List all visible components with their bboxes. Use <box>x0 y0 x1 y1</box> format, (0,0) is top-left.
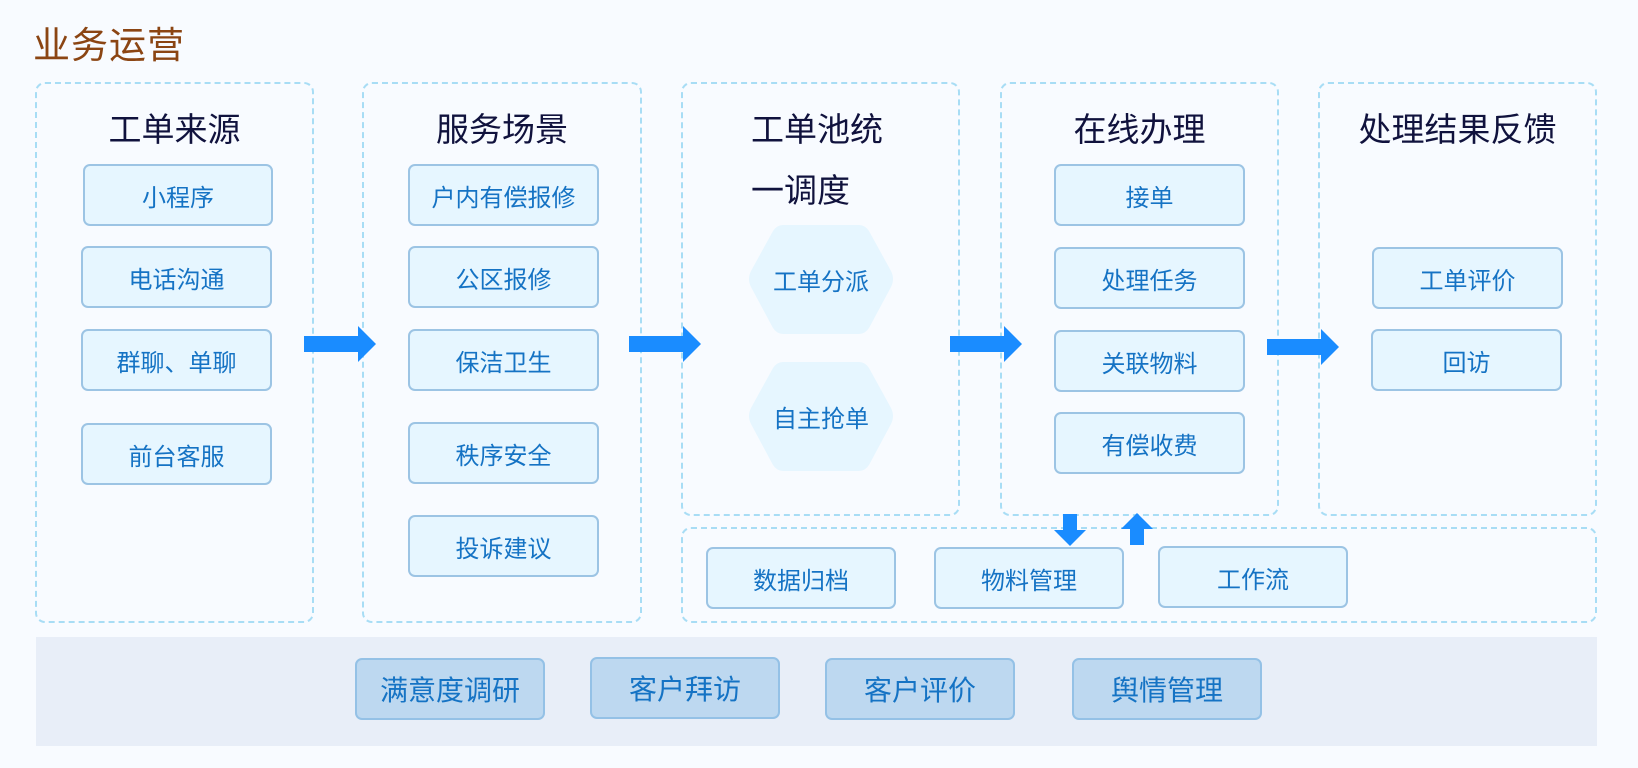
source-mini-program[interactable]: 小程序 <box>83 164 273 226</box>
process-task[interactable]: 处理任务 <box>1054 247 1245 309</box>
down-arrow-icon <box>1054 514 1086 546</box>
right-arrow-icon <box>950 326 1022 362</box>
scenario-public-repair[interactable]: 公区报修 <box>408 246 599 308</box>
band-satisfaction-survey[interactable]: 满意度调研 <box>355 658 545 720</box>
process-accept[interactable]: 接单 <box>1054 164 1245 226</box>
process-material[interactable]: 关联物料 <box>1054 330 1245 392</box>
right-arrow-icon <box>304 326 376 362</box>
column-title-line1: 工单池统 <box>751 110 883 149</box>
column-title: 在线办理 <box>1073 110 1206 149</box>
feedback-evaluation[interactable]: 工单评价 <box>1372 247 1563 309</box>
hex-label: 自主抢单 <box>773 405 869 433</box>
band-public-opinion[interactable]: 舆情管理 <box>1072 658 1262 720</box>
feedback-revisit[interactable]: 回访 <box>1371 329 1562 391</box>
page-title: 业务运营 <box>33 24 185 67</box>
column-dispatch-pool: 工单池统 一调度 <box>681 82 960 516</box>
band-customer-visit[interactable]: 客户拜访 <box>590 657 780 719</box>
source-front-desk[interactable]: 前台客服 <box>81 423 272 485</box>
source-chat[interactable]: 群聊、单聊 <box>81 329 272 391</box>
support-data-archive[interactable]: 数据归档 <box>706 547 896 609</box>
column-ticket-source: 工单来源 <box>35 82 314 623</box>
customer-service-band <box>36 637 1597 746</box>
band-customer-evaluation[interactable]: 客户评价 <box>825 658 1015 720</box>
hexagon-shape <box>749 362 893 471</box>
column-result-feedback: 处理结果反馈 <box>1318 82 1597 516</box>
process-paid-charge[interactable]: 有偿收费 <box>1054 412 1245 474</box>
scenario-security[interactable]: 秩序安全 <box>408 422 599 484</box>
column-online-processing: 在线办理 <box>1000 82 1279 516</box>
source-phone[interactable]: 电话沟通 <box>81 246 272 308</box>
hex-label: 工单分派 <box>773 268 869 296</box>
column-title-line2: 一调度 <box>751 171 850 210</box>
hex-dispatch[interactable]: 工单分派 <box>749 225 893 334</box>
column-title: 服务场景 <box>436 110 568 149</box>
support-workflow[interactable]: 工作流 <box>1158 546 1348 608</box>
column-title: 工单来源 <box>108 110 241 149</box>
scenario-complaint[interactable]: 投诉建议 <box>408 515 599 577</box>
column-title: 处理结果反馈 <box>1358 110 1557 149</box>
hex-self-grab[interactable]: 自主抢单 <box>749 362 893 471</box>
up-arrow-icon <box>1121 513 1153 545</box>
scenario-cleaning[interactable]: 保洁卫生 <box>408 329 599 391</box>
support-material-management[interactable]: 物料管理 <box>934 547 1124 609</box>
right-arrow-icon <box>629 326 701 362</box>
right-arrow-icon <box>1267 329 1339 365</box>
hexagon-shape <box>749 225 893 334</box>
scenario-indoor-paid-repair[interactable]: 户内有偿报修 <box>408 164 599 226</box>
